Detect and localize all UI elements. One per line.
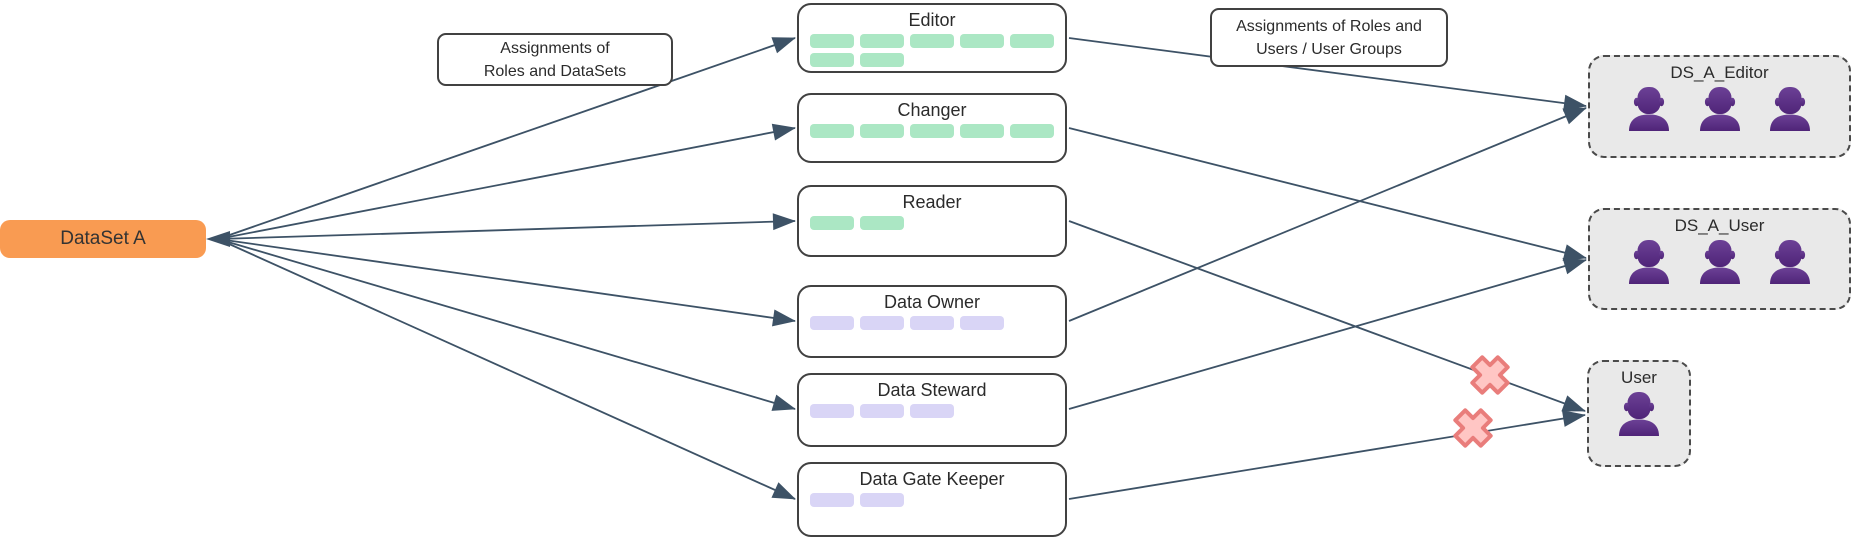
permission-pill	[960, 124, 1004, 138]
edge-dataset-to-data-owner	[217, 238, 796, 327]
permission-pill	[910, 316, 954, 330]
permission-pill	[910, 404, 954, 418]
person-icon	[1619, 392, 1659, 436]
edge-label-line: Assignments of	[500, 39, 610, 57]
group-title: DS_A_User	[1674, 216, 1765, 235]
permission-pill	[810, 316, 854, 330]
permission-pills	[799, 313, 1065, 330]
role-title: Reader	[902, 192, 962, 212]
group-box-user: User	[1587, 360, 1691, 467]
permission-pill	[860, 493, 904, 507]
role-title: Changer	[897, 100, 967, 120]
permission-pill	[810, 34, 854, 48]
edge-dataset-to-editor	[217, 37, 796, 240]
edge-dataset-to-data-gate-keeper	[217, 238, 796, 500]
role-box-reader: Reader	[797, 185, 1067, 257]
permission-pill	[810, 53, 854, 67]
blocked-cross-icon	[1453, 408, 1493, 448]
group-title: DS_A_Editor	[1670, 63, 1769, 82]
person-icon	[1770, 87, 1811, 131]
group-members	[1589, 388, 1689, 436]
permission-pill	[810, 404, 854, 418]
permission-pill	[860, 34, 904, 48]
permission-pill	[810, 493, 854, 507]
role-box-changer: Changer	[797, 93, 1067, 163]
group-box-ds-a-user: DS_A_User	[1588, 208, 1851, 310]
permission-pill	[1010, 124, 1054, 138]
role-title: Editor	[908, 10, 956, 30]
edge-label-roles-users: Assignments of Roles and Users / User Gr…	[1210, 8, 1448, 67]
edge-label-line: Users / User Groups	[1256, 40, 1402, 58]
permission-pill	[960, 316, 1004, 330]
permission-pills	[799, 121, 1065, 138]
group-box-ds-a-editor: DS_A_Editor	[1588, 55, 1851, 158]
permission-pill	[860, 53, 904, 67]
role-box-data-gate-keeper: Data Gate Keeper	[797, 462, 1067, 537]
edge-arrowhead-into-dataset	[206, 231, 230, 247]
person-icon	[1770, 240, 1811, 284]
role-title: Data Steward	[877, 380, 987, 400]
permission-pill	[860, 216, 904, 230]
person-icon	[1699, 87, 1740, 131]
permission-pills	[799, 213, 1065, 230]
role-box-data-owner: Data Owner	[797, 285, 1067, 358]
edge-dataset-to-changer	[217, 123, 796, 240]
permission-pills	[799, 31, 1065, 67]
edge-dataset-to-data-steward	[217, 238, 796, 411]
edge-label-line: Assignments of Roles and	[1236, 17, 1422, 35]
group-members	[1590, 236, 1849, 284]
role-title: Data Owner	[883, 292, 981, 312]
dataset-label: DataSet A	[60, 228, 146, 249]
group-members	[1590, 83, 1849, 131]
person-icon	[1699, 240, 1740, 284]
edge-data-steward-to-ds-a-user	[1068, 257, 1587, 410]
edge-data-owner-to-ds-a-editor	[1068, 107, 1587, 322]
permission-pills	[799, 401, 1065, 418]
permission-pill	[860, 404, 904, 418]
dataset-node: DataSet A	[0, 220, 206, 258]
blocked-cross-icon	[1470, 355, 1510, 395]
edge-dataset-to-reader	[217, 213, 796, 240]
permission-pill	[960, 34, 1004, 48]
edge-changer-to-ds-a-user	[1068, 127, 1587, 261]
edge-label-line: Roles and DataSets	[483, 62, 627, 80]
permission-pill	[810, 124, 854, 138]
edge-data-gate-keeper-to-user	[1068, 410, 1586, 500]
permission-pill	[860, 316, 904, 330]
person-icon	[1628, 87, 1669, 131]
group-title: User	[1621, 368, 1657, 387]
role-box-data-steward: Data Steward	[797, 373, 1067, 447]
edge-label-roles-datasets: Assignments of Roles and DataSets	[437, 33, 673, 86]
permission-pill	[910, 34, 954, 48]
person-icon	[1628, 240, 1669, 284]
permission-pill	[1010, 34, 1054, 48]
role-box-editor: Editor	[797, 3, 1067, 73]
role-title: Data Gate Keeper	[859, 469, 1005, 489]
permission-pill	[810, 216, 854, 230]
permission-pill	[910, 124, 954, 138]
edge-editor-to-ds-a-editor	[1068, 37, 1587, 112]
permission-pill	[860, 124, 904, 138]
permission-pills	[799, 490, 1065, 507]
